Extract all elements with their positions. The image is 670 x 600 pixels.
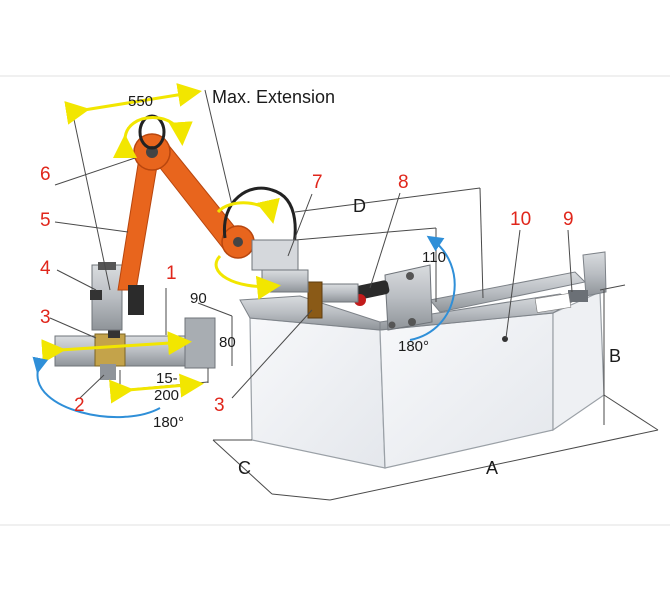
part-number-6: 6	[40, 164, 51, 185]
end-plate	[184, 317, 216, 369]
ext-line-550-left	[71, 109, 111, 291]
swivel-block	[261, 269, 309, 293]
part-number-5: 5	[40, 210, 51, 231]
arrow-telescope	[41, 331, 192, 364]
guard-label-plate	[534, 293, 572, 313]
arrow-rotate-7-top	[216, 197, 280, 224]
hinge-arm-mount	[317, 283, 359, 303]
leader-2	[79, 374, 105, 399]
hinge-bracket	[307, 264, 433, 331]
dim-90-label: 90	[190, 290, 207, 307]
part-number-7: 7	[312, 172, 323, 193]
max-extension-caption: Max. Extension	[212, 87, 335, 107]
leader-9	[567, 229, 573, 293]
arrow-rotate-180-left	[32, 356, 161, 419]
arrow-550	[64, 83, 202, 125]
cable-loop-7	[223, 186, 297, 263]
hinge-plate	[384, 264, 433, 331]
deg180-right-label: 180°	[398, 338, 429, 355]
guard-post-clamp	[568, 290, 588, 302]
brass-clamp-3	[94, 333, 126, 367]
leader-7	[287, 193, 313, 257]
dim-80-label: 80	[219, 334, 236, 351]
guard-panel-left	[249, 317, 386, 469]
part-number-9: 9	[563, 209, 574, 230]
locking-lever	[354, 280, 390, 300]
dim-C-label: C	[238, 458, 251, 478]
dim-110-top	[294, 227, 437, 241]
dim-110-label: 110	[422, 249, 446, 266]
yellow-arrows	[41, 83, 281, 404]
hinge-screw-top	[406, 272, 414, 280]
part-number-3-left: 3	[40, 307, 51, 328]
leader-4	[56, 269, 97, 291]
column-cap	[98, 262, 116, 270]
dim-15-200-label-bottom: 200	[154, 387, 179, 404]
dim-D-label: D	[353, 196, 366, 216]
dim-15-200-label-top: 15-	[156, 370, 178, 387]
arrow-rotate-6	[112, 116, 193, 159]
dim-A-label: A	[486, 458, 498, 478]
dim-B-label: B	[609, 346, 621, 366]
dim-D-ext-right	[479, 187, 484, 299]
wrist-bracket	[251, 239, 299, 271]
leader-6	[54, 157, 136, 186]
arrow-15-200	[109, 373, 204, 404]
leader-3-left	[49, 317, 97, 339]
deg180-left-label: 180°	[153, 414, 184, 431]
guard-panel-right	[552, 291, 605, 432]
dim-C-line	[212, 439, 273, 495]
part-number-2: 2	[74, 395, 85, 416]
clamp-screw-2	[100, 364, 116, 380]
dim-A-line	[329, 429, 659, 501]
arm-segment-5	[117, 151, 159, 291]
articulated-arm	[117, 114, 309, 315]
brass-joint-3	[307, 281, 323, 319]
clamp-knob	[108, 330, 120, 338]
dim-D-line	[294, 187, 481, 213]
leader-3-bottom	[231, 309, 313, 399]
dim-90-line	[197, 302, 233, 317]
part-number-3-bottom: 3	[214, 395, 225, 416]
arrow-rotate-7-bottom	[214, 254, 281, 300]
part-number-10: 10	[510, 209, 531, 230]
guard-panel-center	[379, 312, 554, 469]
telescopic-tube-1	[54, 335, 206, 367]
part-number-1: 1	[166, 263, 177, 284]
hinge-screw-bottom	[408, 318, 416, 326]
dim-550-label: 550	[128, 93, 153, 110]
leader-8	[369, 192, 401, 289]
leader-10	[505, 229, 521, 339]
column-lock	[90, 290, 102, 300]
hinge-screw-side	[388, 321, 396, 329]
part-number-4: 4	[40, 258, 51, 279]
guard-post	[582, 251, 607, 297]
guard-pointer-dot	[502, 336, 508, 342]
arm-base-joint	[128, 285, 144, 315]
dim-A-ext-right	[603, 394, 659, 431]
dim-A-ext-left	[271, 493, 331, 501]
part-number-8: 8	[398, 172, 409, 193]
arrow-rotate-180-right	[409, 235, 456, 341]
wrist-hub	[233, 237, 243, 247]
leader-5	[54, 221, 129, 233]
blue-arrows	[32, 235, 456, 419]
dim-B-ext-top	[599, 284, 626, 291]
ext-line-550-right	[204, 89, 233, 206]
